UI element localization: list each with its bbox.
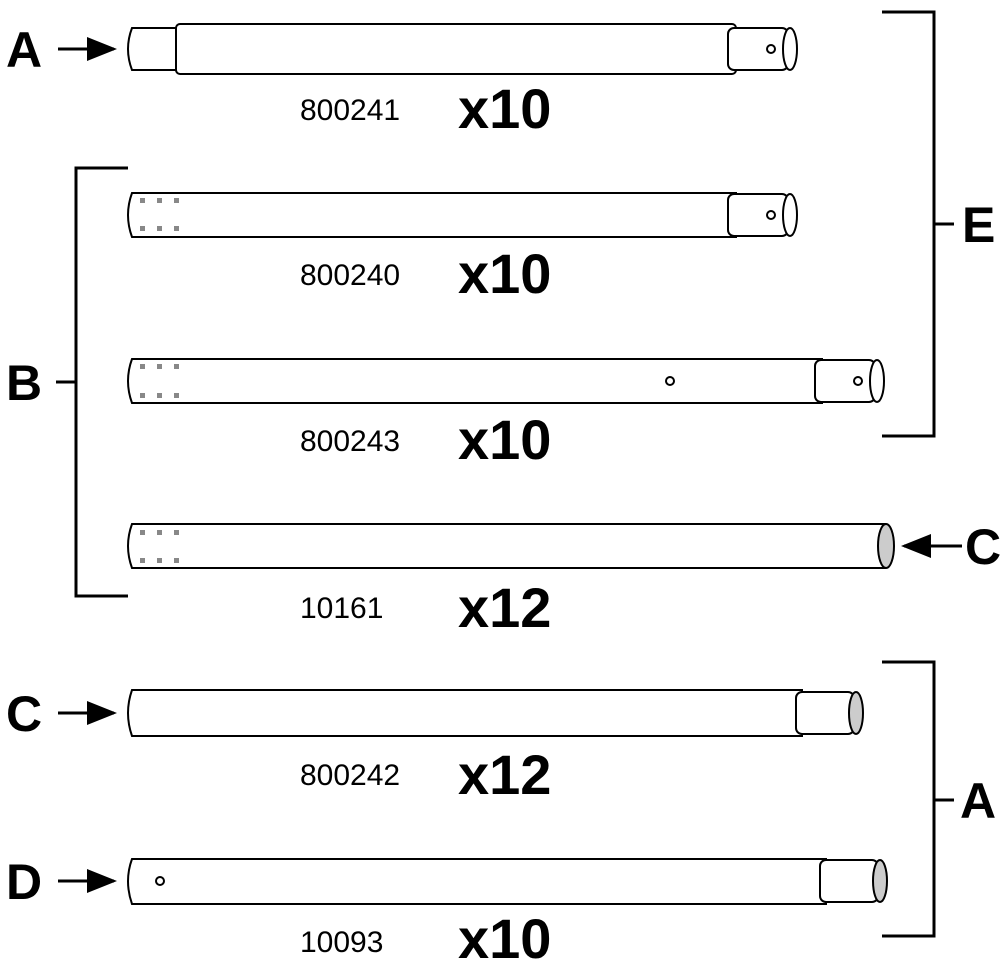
label-right-10161: C	[965, 519, 1000, 575]
quantity-800242: x12	[458, 743, 551, 806]
part-number-800242: 800242	[300, 759, 400, 792]
label-left-10093: D	[6, 854, 42, 910]
group-label-a: A	[960, 773, 996, 829]
quantity-10093: x10	[458, 907, 551, 963]
part-number-800240: 800240	[300, 259, 400, 292]
part-number-10161: 10161	[300, 592, 383, 625]
tube-10161	[127, 523, 895, 569]
group-label-b: B	[6, 355, 42, 411]
tube-800241	[127, 23, 798, 75]
bracket-e	[882, 10, 954, 438]
part-number-800241: 800241	[300, 94, 400, 127]
label-left-800242: C	[6, 686, 42, 742]
part-number-800243: 800243	[300, 425, 400, 458]
tube-10093	[127, 858, 888, 905]
part-number-10093: 10093	[300, 926, 383, 959]
quantity-10161: x12	[458, 576, 551, 639]
tube-800240	[127, 192, 798, 238]
tube-800242	[127, 689, 864, 737]
bracket-a	[882, 660, 954, 938]
group-label-e: E	[962, 197, 995, 253]
quantity-800243: x10	[458, 408, 551, 471]
bracket-b	[56, 166, 128, 598]
quantity-800241: x10	[458, 77, 551, 140]
label-left-800241: A	[6, 22, 42, 78]
quantity-800240: x10	[458, 242, 551, 305]
tube-800243	[127, 358, 885, 404]
